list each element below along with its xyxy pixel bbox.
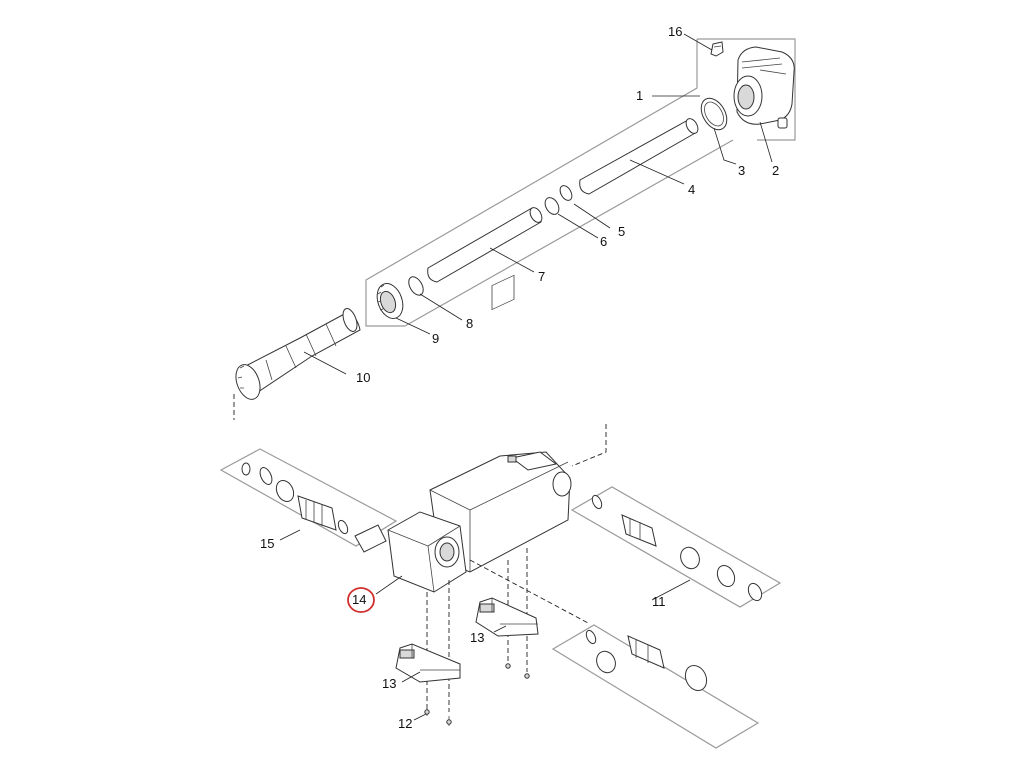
screw bbox=[424, 663, 530, 726]
callout-3: 3 bbox=[738, 163, 745, 178]
small-sleeve bbox=[544, 197, 560, 215]
callout-12: 12 bbox=[398, 716, 412, 731]
callout-6: 6 bbox=[600, 234, 607, 249]
highlight-ring bbox=[347, 587, 375, 613]
callout-9: 9 bbox=[432, 331, 439, 346]
callout-labels: 16 1 2 3 4 5 6 7 8 9 10 15 14 11 13 13 1… bbox=[260, 24, 779, 731]
callout-16: 16 bbox=[668, 24, 682, 39]
tube-assembly-frame bbox=[365, 38, 796, 327]
callout-1: 1 bbox=[636, 88, 643, 103]
mounting-bracket-upper bbox=[475, 597, 539, 637]
main-housing bbox=[387, 274, 572, 593]
lamp-head-housing bbox=[733, 46, 795, 129]
hose-connector-set-left bbox=[241, 462, 387, 553]
callout-10: 10 bbox=[356, 370, 370, 385]
callout-13-lower: 13 bbox=[382, 676, 396, 691]
leader-lines bbox=[279, 33, 773, 721]
callout-4: 4 bbox=[688, 182, 695, 197]
hose-connector-frame-right-upper bbox=[570, 486, 782, 608]
callout-7: 7 bbox=[538, 269, 545, 284]
small-ring bbox=[559, 185, 573, 201]
callout-14: 14 bbox=[352, 592, 366, 607]
o-ring-small bbox=[408, 276, 424, 296]
uv-lamp bbox=[427, 207, 543, 283]
callout-15: 15 bbox=[260, 536, 274, 551]
callout-8: 8 bbox=[466, 316, 473, 331]
callout-2: 2 bbox=[772, 163, 779, 178]
callout-5: 5 bbox=[618, 224, 625, 239]
hose-connector-set-right-upper bbox=[591, 494, 763, 602]
clip-part bbox=[710, 41, 724, 57]
hose-connector-set-right-lower bbox=[585, 629, 708, 692]
hose-connector-frame-right-lower bbox=[551, 624, 760, 749]
callout-11: 11 bbox=[652, 594, 666, 609]
wiper-insert bbox=[235, 308, 361, 400]
callout-13-upper: 13 bbox=[470, 630, 484, 645]
o-ring-large bbox=[700, 97, 728, 131]
mounting-bracket-lower bbox=[395, 643, 461, 683]
union-nut bbox=[376, 283, 404, 319]
quartz-tube bbox=[579, 118, 699, 195]
alignment-lines bbox=[233, 394, 607, 467]
